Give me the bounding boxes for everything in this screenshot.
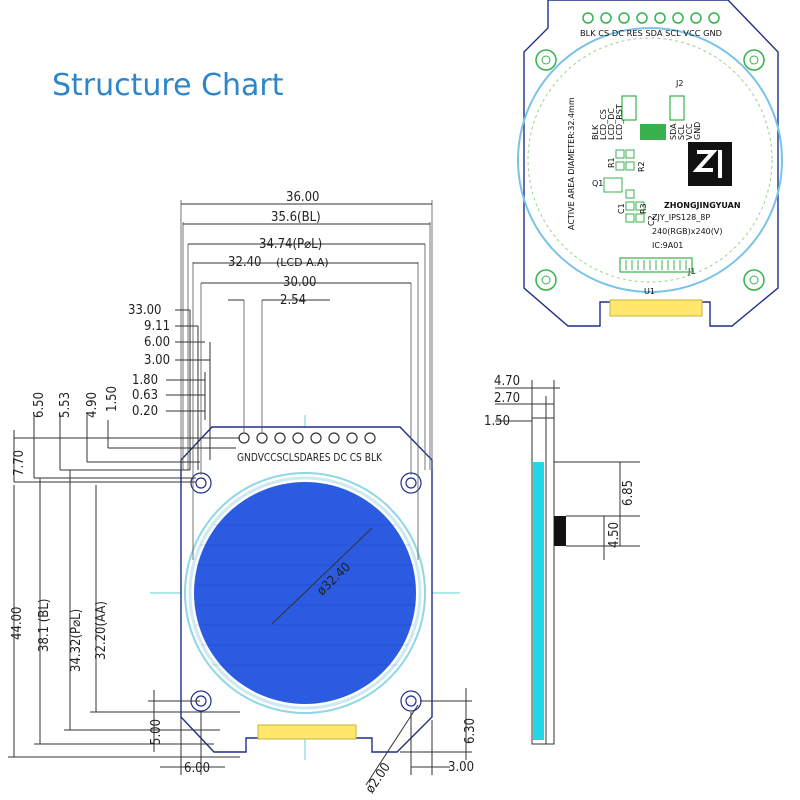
pcb-ref-lcd-dc: LCD_DC xyxy=(607,108,616,140)
pcb-ref-r3: R3 xyxy=(639,203,648,214)
pcb-pin-labels: BLK CS DC RES SDA SCL VCC GND xyxy=(580,29,722,38)
pin-labels: GNDVCCSCLSDARES DC CS BLK xyxy=(237,451,383,464)
pin-header xyxy=(238,432,376,444)
pcb-resolution: 240(RGB)x240(V) xyxy=(652,227,722,236)
dim-width-36: 36.00 xyxy=(286,190,319,205)
dim-width-lcd-aa: (LCD A.A) xyxy=(276,256,329,269)
dim-h-44: 44.00 xyxy=(10,607,25,640)
dim-v-150: 1.50 xyxy=(105,386,120,412)
fpc-tail xyxy=(257,724,357,740)
dim-h-bl: 38.1 (BL) xyxy=(37,599,52,652)
dim-bottom-630: 6.30 xyxy=(463,718,478,744)
pcb-ref-blk: BLK xyxy=(591,124,600,140)
pcb-active-area-ring xyxy=(517,27,783,293)
pcb-ref-c1: C1 xyxy=(617,203,626,214)
dim-y-063: 0.63 xyxy=(132,388,158,403)
dim-y-020: 0.20 xyxy=(132,404,158,419)
dim-hole-diameter: ø2.00 xyxy=(363,760,394,796)
dim-width-lcd: 32.40 xyxy=(228,255,261,270)
pcb-ref-c2: C2 xyxy=(647,215,656,226)
side-dim-150: 1.50 xyxy=(484,414,510,429)
pcb-ref-scl: SCL xyxy=(677,124,686,140)
dim-v-650: 6.50 xyxy=(32,392,47,418)
pcb-connector-pads xyxy=(640,124,666,140)
pcb-ref-r1: R1 xyxy=(607,157,616,168)
dim-bottom-6: 6.00 xyxy=(184,761,210,776)
side-dim-450: 4.50 xyxy=(607,522,622,548)
pcb-mounting-hole xyxy=(535,269,557,291)
side-dim-270: 2.70 xyxy=(494,391,520,406)
pcb-back-view: BLK CS DC RES SDA SCL VCC GND ZHONGJINGY… xyxy=(517,0,783,327)
pcb-pin-pads xyxy=(582,12,720,24)
dim-v-553: 5.53 xyxy=(58,392,73,418)
side-glass xyxy=(533,462,544,740)
mounting-hole xyxy=(400,690,422,712)
dim-y-3: 3.00 xyxy=(144,353,170,368)
dim-y-6: 6.00 xyxy=(144,335,170,350)
dim-pitch: 2.54 xyxy=(280,293,306,308)
pcb-ref-sda: SDA xyxy=(669,123,678,140)
pcb-ref-vcc: VCC xyxy=(685,123,694,140)
side-dim-470: 4.70 xyxy=(494,374,520,389)
dim-bottom-3: 3.00 xyxy=(448,760,474,775)
side-connector xyxy=(554,516,566,546)
mounting-hole xyxy=(400,472,422,494)
pcb-outline xyxy=(523,0,779,327)
pcb-ref-lcd-rst: LCD_RST xyxy=(615,104,624,140)
side-dim-685: 6.85 xyxy=(621,480,636,506)
dim-h-aa: 32.20(AA) xyxy=(94,601,109,660)
pcb-ref-lcd-cs: LCD_CS xyxy=(599,109,608,140)
pcb-ref-q1: Q1 xyxy=(592,179,603,188)
brand-logo xyxy=(688,142,732,186)
dim-y-180: 1.80 xyxy=(132,373,158,388)
dim-v-490: 4.90 xyxy=(85,392,100,418)
pcb-active-area-text: ACTIVE AREA DIAMETER:32.4mm xyxy=(567,97,576,230)
side-view: 4.70 2.70 1.50 6.85 4.50 xyxy=(484,374,640,745)
pcb-brand: ZHONGJINGYUAN xyxy=(664,201,741,210)
dim-v-770: 7.70 xyxy=(12,450,27,476)
mounting-hole xyxy=(190,472,212,494)
dim-width-bl: 35.6(BL) xyxy=(271,210,321,225)
dim-bottom-5: 5.00 xyxy=(149,719,164,745)
pcb-mounting-hole xyxy=(743,49,765,71)
pcb-ref-gnd: GND xyxy=(693,122,702,140)
dim-h-pol: 34.32(P⌀L) xyxy=(69,609,84,672)
pcb-ic: IC:9A01 xyxy=(652,241,683,250)
pcb-fpc-tail xyxy=(609,299,703,317)
dim-y-33: 33.00 xyxy=(128,303,161,318)
dim-y-911: 9.11 xyxy=(144,319,170,334)
dim-width-pol: 34.74(P⌀L) xyxy=(259,237,322,252)
front-view: ø32.40 GNDVCCSCLSDARES DC CS BLK xyxy=(8,190,478,796)
page-title: Structure Chart xyxy=(52,68,284,103)
pcb-mounting-hole xyxy=(535,49,557,71)
dim-width-30: 30.00 xyxy=(283,275,316,290)
pcb-ref-r2: R2 xyxy=(637,161,646,172)
pcb-ref-u1: U1 xyxy=(644,287,655,296)
pcb-mounting-hole xyxy=(743,269,765,291)
pcb-model: ZJY_IPS128_8P xyxy=(652,213,710,222)
pcb-ref-j2: J2 xyxy=(675,79,683,88)
